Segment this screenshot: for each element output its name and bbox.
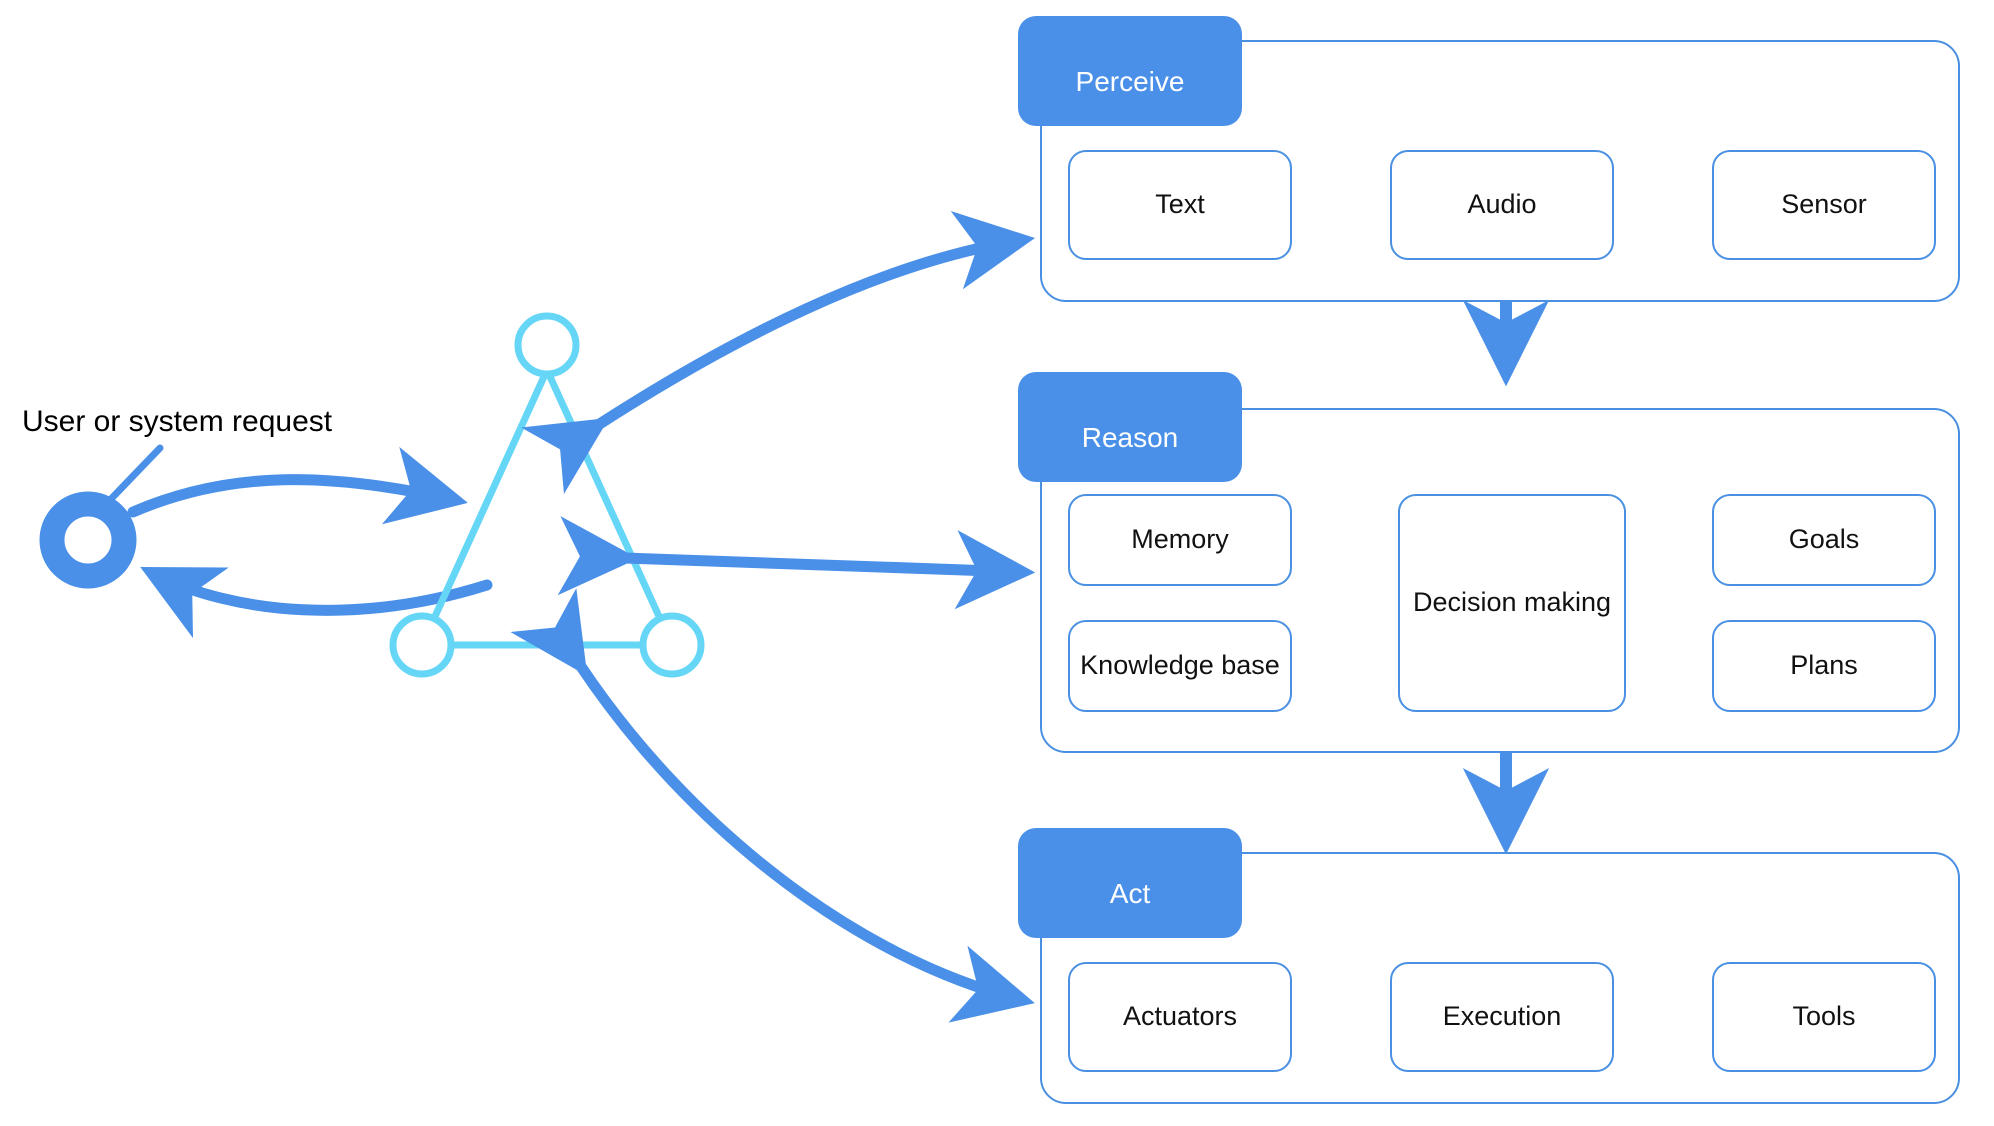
node-actuators[interactable]: Actuators	[1068, 962, 1292, 1072]
arrow-agent-perceive	[521, 210, 1036, 495]
triangle-vertex-bottom-left	[389, 612, 455, 678]
panel-tab-perceive[interactable]: Perceive	[1018, 16, 1242, 126]
node-goals[interactable]: Goals	[1712, 494, 1936, 586]
node-audio[interactable]: Audio	[1390, 150, 1614, 260]
request-label: User or system request	[22, 405, 333, 438]
node-tools[interactable]: Tools	[1712, 962, 1936, 1072]
arrow-agent-to-request	[140, 567, 493, 639]
triangle-vertex-bottom-right	[639, 612, 705, 678]
panel-tab-act[interactable]: Act	[1018, 828, 1242, 938]
request-label-leader-line	[106, 444, 164, 504]
node-execution[interactable]: Execution	[1390, 962, 1614, 1072]
request-donut	[39, 491, 137, 589]
triangle-vertex-top	[514, 312, 580, 378]
arrow-request-to-agent	[127, 446, 468, 525]
node-plans[interactable]: Plans	[1712, 620, 1936, 712]
triangle-edges	[418, 368, 676, 649]
panel-tab-reason[interactable]: Reason	[1018, 372, 1242, 482]
node-knowledge-base[interactable]: Knowledge base	[1068, 620, 1292, 712]
arrow-agent-reason	[557, 516, 1036, 610]
arrow-agent-act	[510, 588, 1035, 1023]
node-sensor[interactable]: Sensor	[1712, 150, 1936, 260]
node-memory[interactable]: Memory	[1068, 494, 1292, 586]
node-text[interactable]: Text	[1068, 150, 1292, 260]
node-decision-making[interactable]: Decision making	[1398, 494, 1626, 712]
